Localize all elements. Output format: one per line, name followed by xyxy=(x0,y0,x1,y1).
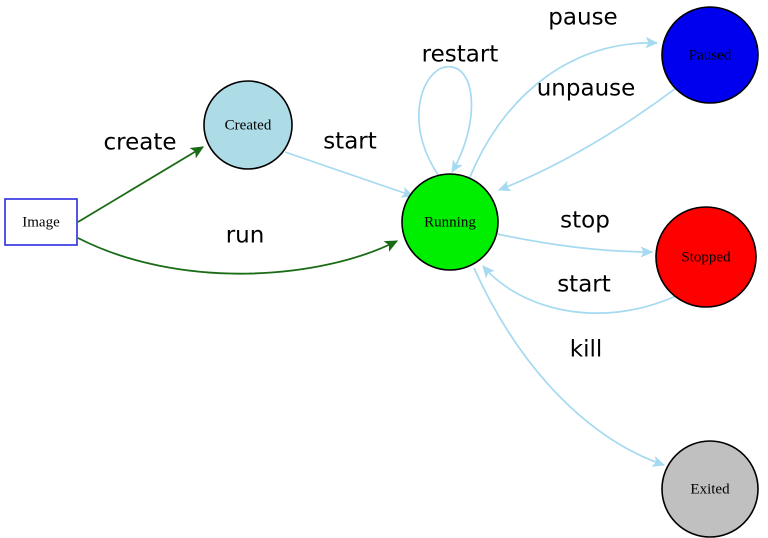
node-paused-circle[interactable] xyxy=(661,6,759,104)
edge-kill-path xyxy=(473,267,666,467)
edge-restart xyxy=(418,66,473,177)
edge-create-path xyxy=(77,146,205,223)
edge-label-start-created-running: start xyxy=(323,129,377,155)
edge-label-pause: pause xyxy=(548,5,617,31)
edge-label-create: create xyxy=(103,130,176,156)
node-exited[interactable]: Exited xyxy=(661,440,759,538)
node-image-label: Image xyxy=(22,214,60,230)
edge-run xyxy=(77,237,399,275)
node-exited-label: Exited xyxy=(690,481,730,497)
edge-stop xyxy=(496,233,654,258)
edge-unpause xyxy=(497,87,677,192)
edge-label-start-stopped-running: start xyxy=(557,272,611,298)
edge-label-unpause: unpause xyxy=(537,76,636,102)
edge-pause xyxy=(469,36,659,178)
edge-start2-path xyxy=(482,265,677,314)
node-stopped[interactable]: Stopped xyxy=(655,206,757,308)
edge-stop-path xyxy=(496,233,654,258)
node-paused[interactable]: Paused xyxy=(661,6,759,104)
node-created[interactable]: Created xyxy=(203,80,293,170)
edge-label-kill: kill xyxy=(570,337,603,363)
node-exited-circle[interactable] xyxy=(661,440,759,538)
node-paused-label: Paused xyxy=(689,47,732,63)
node-running-label: Running xyxy=(424,214,476,230)
node-stopped-label: Stopped xyxy=(681,249,731,265)
edge-create xyxy=(77,146,205,223)
edge-start1-path xyxy=(284,151,415,198)
node-image-rect[interactable] xyxy=(4,198,78,246)
node-created-label: Created xyxy=(225,117,272,133)
edge-pause-path xyxy=(469,36,659,178)
edge-label-run: run xyxy=(226,223,265,249)
edge-start-stopped-running xyxy=(482,265,677,314)
node-created-circle[interactable] xyxy=(203,80,293,170)
edge-run-path xyxy=(77,237,399,275)
edge-restart-path xyxy=(418,66,473,177)
edge-unpause-path xyxy=(497,87,677,192)
edge-kill xyxy=(473,267,666,467)
edge-start-created-running xyxy=(284,151,415,198)
edge-label-restart: restart xyxy=(422,42,499,68)
edge-label-stop: stop xyxy=(560,208,610,234)
node-image[interactable]: Image xyxy=(4,198,78,246)
node-running[interactable]: Running xyxy=(401,173,499,271)
node-running-circle[interactable] xyxy=(401,173,499,271)
node-stopped-circle[interactable] xyxy=(655,206,757,308)
